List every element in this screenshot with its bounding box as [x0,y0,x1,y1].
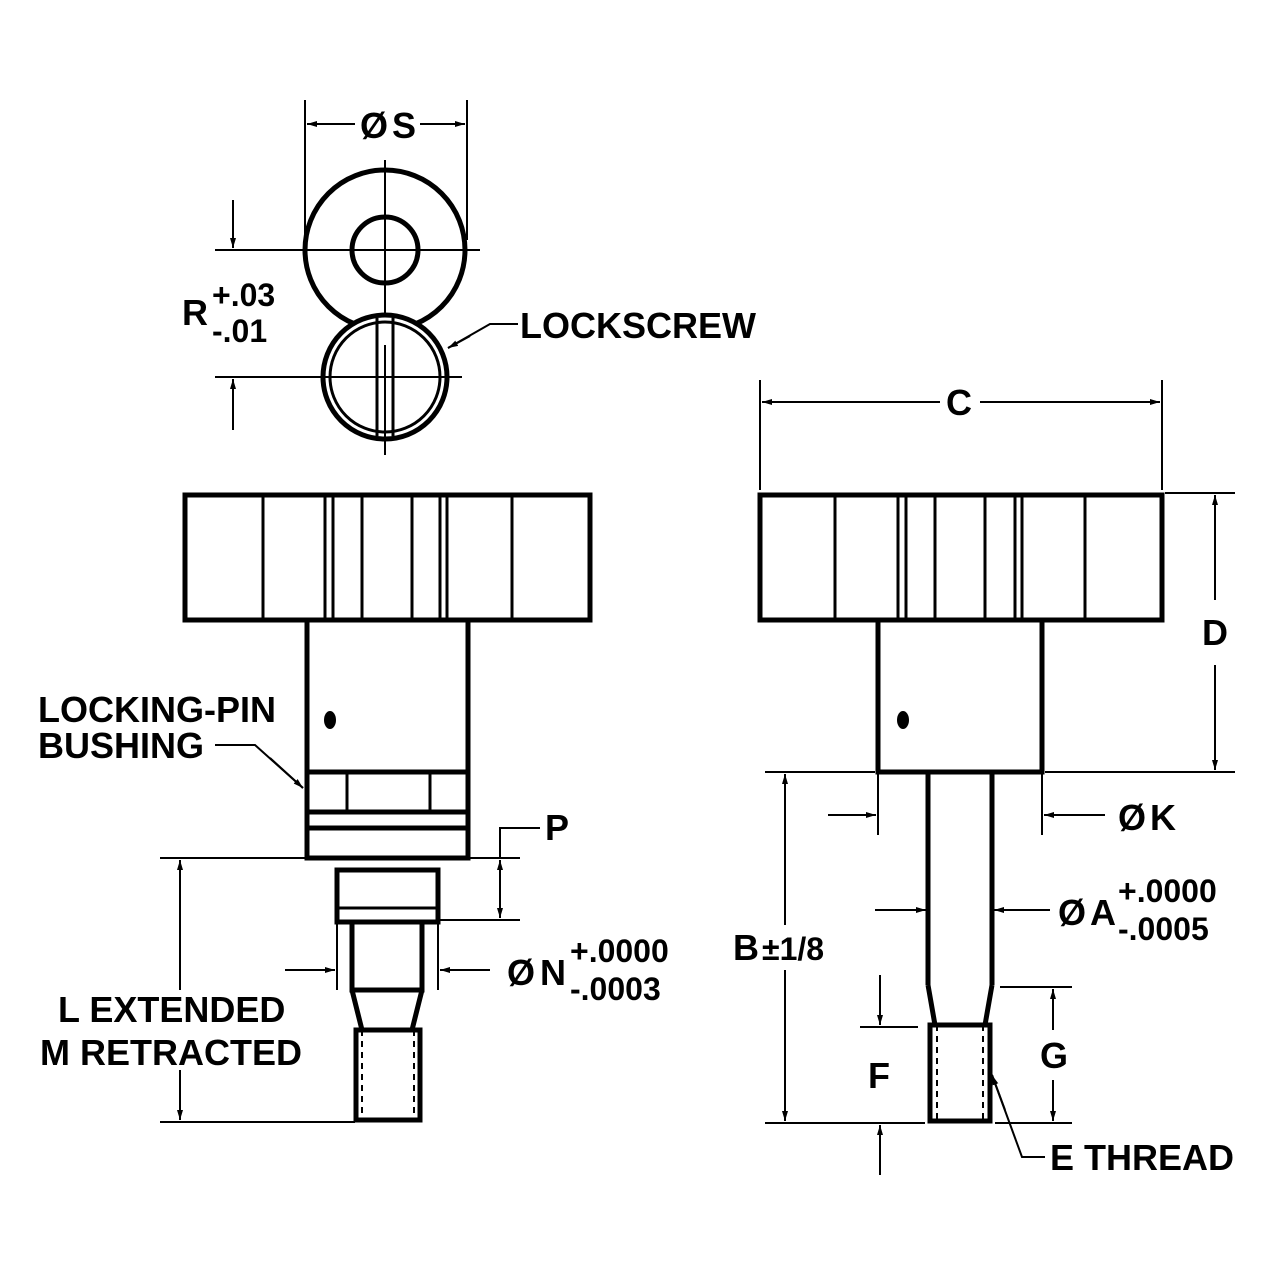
lockscrew-label: LOCKSCREW [520,305,756,346]
knob-right [757,492,1165,623]
locking-pin-label-1: LOCKING-PIN [38,689,276,730]
k-label: K [1150,797,1176,838]
b-label: B [733,927,759,968]
left-side-view [160,492,593,1123]
setscrew-hole-right [897,711,909,729]
top-view [215,100,518,455]
setscrew-hole-left [324,711,336,729]
dia-symbol-a: Ø [1058,892,1086,933]
n-plus-tol: +.0000 [570,933,669,969]
a-label: A [1090,892,1116,933]
l-extended-label: L EXTENDED [58,989,285,1030]
n-label: N [540,952,566,993]
n-minus-tol: -.0003 [570,971,661,1007]
m-retracted-label: M RETRACTED [40,1032,302,1073]
f-label: F [868,1055,890,1096]
locking-pin-bushing [304,769,471,815]
right-side-view [757,380,1235,1175]
s-label: S [392,105,416,146]
a-plus-tol: +.0000 [1118,873,1217,909]
e-thread-label: E THREAD [1050,1137,1234,1178]
knob-left [182,492,593,623]
dia-symbol-k: Ø [1118,797,1146,838]
d-label: D [1202,612,1228,653]
g-label: G [1040,1035,1068,1076]
a-minus-tol: -.0005 [1118,911,1209,947]
p-label: P [545,807,569,848]
dia-symbol-s: Ø [360,105,388,146]
locking-pin-label-2: BUSHING [38,725,204,766]
r-label: R [182,292,208,333]
c-label: C [946,382,972,423]
dia-symbol-n: Ø [507,952,535,993]
r-minus-tol: -.01 [212,313,267,349]
b-tolerance: ±1/8 [762,931,824,967]
r-plus-tol: +.03 [212,277,275,313]
